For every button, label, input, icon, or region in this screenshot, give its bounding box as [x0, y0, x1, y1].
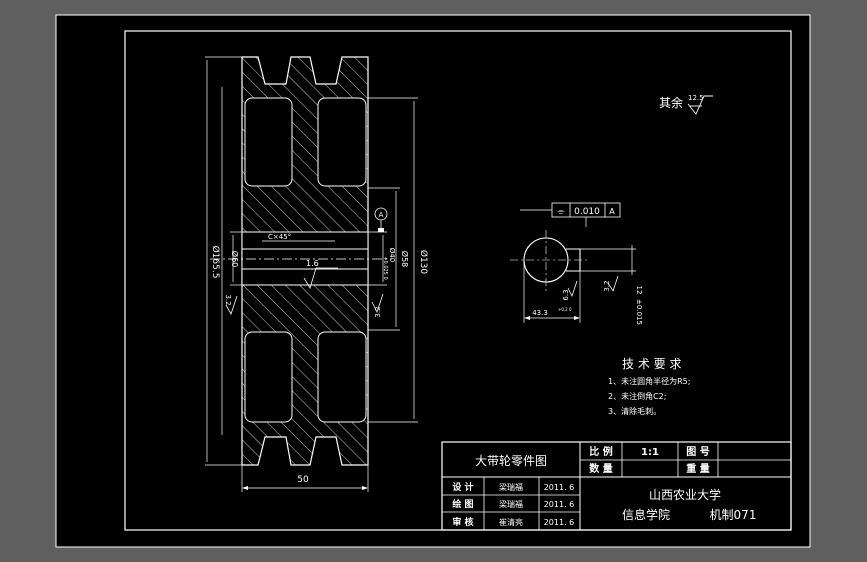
keyway-tolerance-label: ±0.015: [635, 299, 643, 325]
key-roughness-63: 6.3: [562, 289, 570, 300]
role-review: 审 核: [452, 516, 473, 528]
roughness-note-prefix: 其余: [659, 95, 683, 110]
right-roughness-label: 3.2: [374, 306, 382, 317]
tech-item-3: 3、清除毛刺。: [608, 406, 661, 416]
weight-label: 重 量: [686, 462, 709, 475]
tech-heading: 技 术 要 求: [622, 357, 681, 371]
chamfer-label: C×45°: [268, 233, 291, 241]
dia-outer-label: Ø165.5: [210, 246, 221, 279]
pulley-section-view: [205, 56, 418, 492]
tol-frame-value: 0.010: [574, 207, 600, 217]
date-design: 2011. 6: [544, 483, 575, 492]
dia-60-label: Ø60: [230, 251, 240, 267]
college-name: 信息学院: [622, 507, 670, 522]
left-roughness-label: 3.2: [224, 294, 232, 305]
class-name: 机制071: [710, 508, 757, 522]
name-review: 崔清亮: [499, 517, 523, 527]
scale-value: 1:1: [641, 447, 659, 458]
name-draw: 梁瑞福: [499, 499, 523, 509]
sheet-outer-border: [55, 14, 811, 548]
drawing-no-label: 图 号: [686, 446, 709, 458]
section-dimension-labels: Ø165.5 Ø60 Ø130 Ø58 Ø40 +0.025 0 C×45° 1…: [210, 211, 429, 485]
dim-433-label: 43.3: [532, 309, 548, 317]
tech-item-1: 1、未注圆角半径为R5;: [608, 376, 690, 386]
date-draw: 2011. 6: [544, 500, 575, 509]
dia-130-label: Ø130: [418, 250, 429, 275]
part-name: 大带轮零件图: [475, 454, 547, 468]
tol-frame-datum: A: [609, 207, 615, 216]
dia-58-label: Ø58: [400, 251, 410, 267]
keyway-width-label: 12: [635, 286, 643, 295]
technical-requirements: 技 术 要 求 1、未注圆角半径为R5; 2、未注倒角C2; 3、清除毛刺。: [608, 357, 690, 416]
roughness-note: 其余 12.5: [659, 94, 713, 115]
title-block-labels: 大带轮零件图 比 例 1:1 图 号 数 量 重 量 设 计 梁瑞福 2011.…: [452, 445, 756, 528]
scale-label: 比 例: [589, 445, 612, 458]
dia-bore-label: Ø40: [388, 248, 396, 262]
key-view-labels: ⌯ 0.010 A 43.3 +0.2 0 6.3 3.2 12 ±0.015: [532, 207, 643, 325]
tech-item-2: 2、未注倒角C2;: [608, 391, 666, 401]
roughness-note-value: 12.5: [688, 94, 704, 102]
datum-a-label: A: [379, 211, 384, 219]
title-block: [441, 441, 792, 531]
tol-frame-symbol: ⌯: [557, 207, 565, 217]
bore-roughness-label: 1.6: [306, 259, 319, 268]
width-label: 50: [297, 475, 309, 485]
bore-tolerance-label: +0.025 0: [382, 256, 388, 279]
date-review: 2011. 6: [544, 518, 575, 527]
name-design: 梁瑞福: [499, 482, 523, 492]
key-roughness-32: 3.2: [603, 280, 611, 291]
dim-433-tolerance: +0.2 0: [558, 307, 572, 312]
role-design: 设 计: [452, 481, 473, 493]
hub-keyway-view: [510, 202, 636, 323]
school-name: 山西农业大学: [649, 487, 721, 502]
quantity-label: 数 量: [589, 462, 612, 475]
role-draw: 绘 图: [452, 498, 473, 510]
